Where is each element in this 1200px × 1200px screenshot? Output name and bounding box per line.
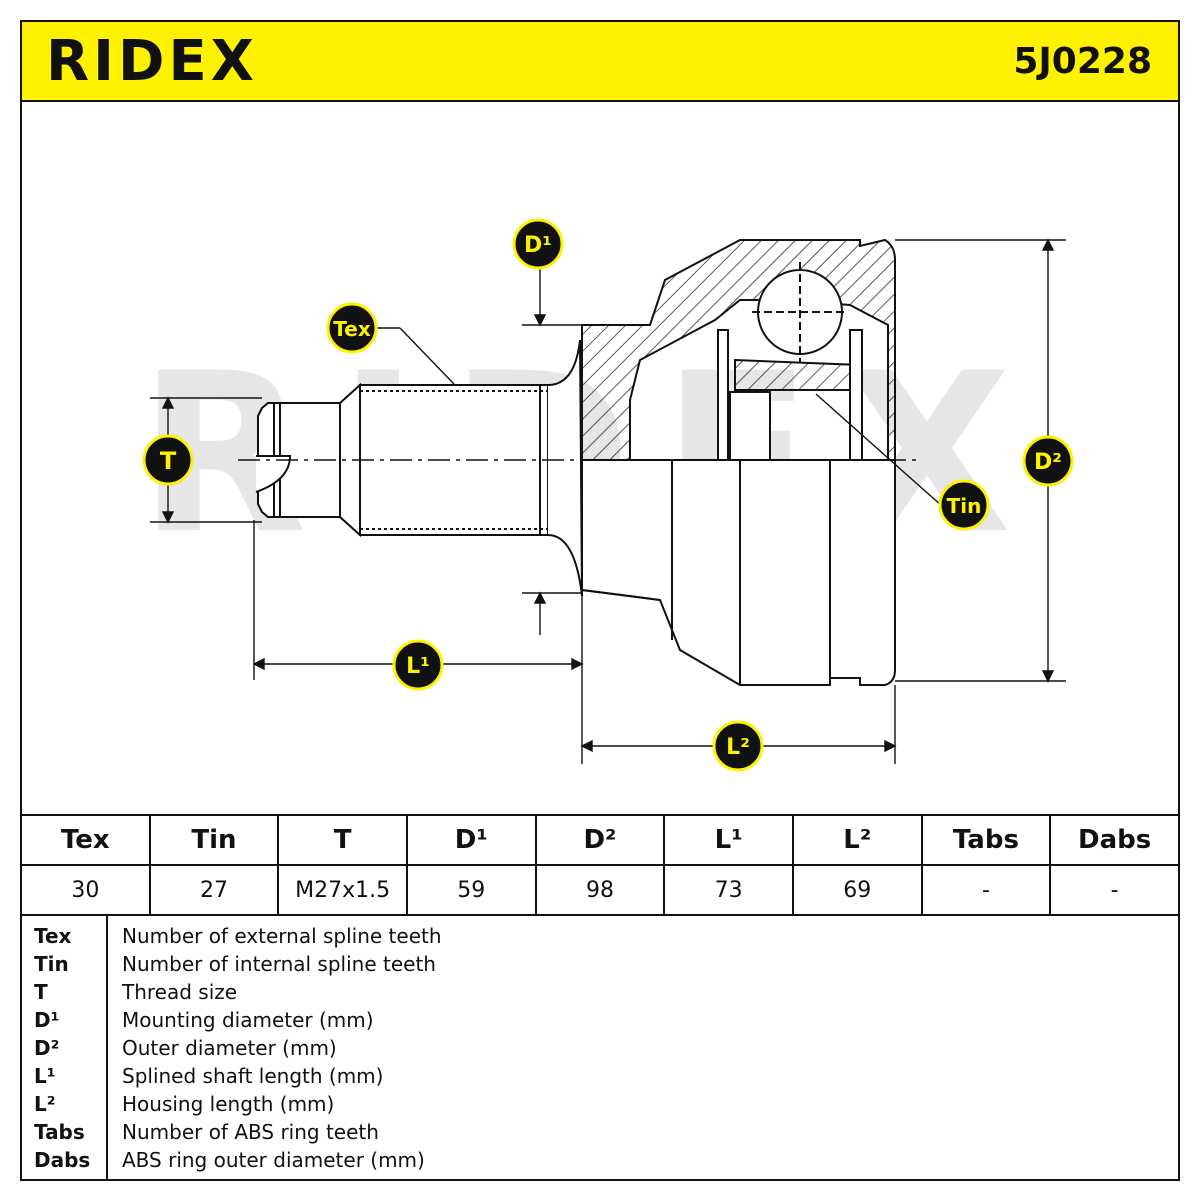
legend-row: T Thread size: [22, 978, 1178, 1006]
legend-row: Tabs Number of ABS ring teeth: [22, 1118, 1178, 1146]
svg-text:T: T: [160, 447, 177, 475]
dim-t: [150, 396, 262, 524]
spec-value-row: 30 27 M27x1.5 59 98 73 69 - -: [20, 864, 1180, 916]
legend-key: D²: [34, 1036, 60, 1060]
spec-header-tabs: Tabs: [920, 814, 1052, 866]
bubble-tin: Tin: [938, 479, 990, 531]
bubble-tex: Tex: [326, 302, 378, 354]
spec-value-dabs: -: [1049, 864, 1180, 916]
spec-header-d1: D¹: [405, 814, 537, 866]
spec-value-l1: 73: [663, 864, 794, 916]
spec-header-l2: L²: [791, 814, 923, 866]
spec-value-tin: 27: [148, 864, 280, 916]
spec-header-row: Tex Tin T D¹ D² L¹ L² Tabs Dabs: [20, 814, 1180, 866]
label-bubbles: Tex D¹ T Tin D² L¹: [142, 218, 1074, 772]
legend-desc: Number of external spline teeth: [122, 924, 442, 948]
legend-row: Tin Number of internal spline teeth: [22, 950, 1178, 978]
legend-desc: Thread size: [122, 980, 238, 1004]
svg-text:Tex: Tex: [333, 317, 371, 341]
spec-header-t: T: [277, 814, 408, 866]
legend-desc: ABS ring outer diameter (mm): [122, 1148, 425, 1172]
spec-header-dabs: Dabs: [1049, 814, 1180, 866]
svg-text:Tin: Tin: [947, 494, 982, 518]
legend-divider: [106, 916, 108, 1179]
legend-desc: Number of ABS ring teeth: [122, 1120, 379, 1144]
spec-value-tabs: -: [920, 864, 1052, 916]
legend-desc: Number of internal spline teeth: [122, 952, 436, 976]
leader-tin: [815, 393, 943, 507]
dim-d1: [522, 268, 582, 635]
bubble-d1: D¹: [512, 218, 564, 270]
legend-desc: Splined shaft length (mm): [122, 1064, 384, 1088]
legend-row: D² Outer diameter (mm): [22, 1034, 1178, 1062]
legend-key: Tex: [34, 924, 72, 948]
legend-row: D¹ Mounting diameter (mm): [22, 1006, 1178, 1034]
part-number: 5J0228: [1013, 41, 1152, 82]
svg-text:L¹: L¹: [406, 654, 430, 679]
legend-key: D¹: [34, 1008, 60, 1032]
cv-joint-drawing: RIDEX: [138, 218, 1074, 772]
housing-bell: [581, 459, 896, 686]
legend-row: L² Housing length (mm): [22, 1090, 1178, 1118]
spec-header-d2: D²: [534, 814, 666, 866]
legend-key: Dabs: [34, 1148, 91, 1172]
legend-key: Tin: [34, 952, 69, 976]
spec-value-d1: 59: [405, 864, 537, 916]
legend-desc: Mounting diameter (mm): [122, 1008, 374, 1032]
legend-key: T: [34, 980, 48, 1004]
bubble-l2: L²: [712, 720, 764, 772]
datasheet-frame: RIDEX 5J0228 RIDEX: [20, 20, 1180, 1181]
spec-value-l2: 69: [791, 864, 923, 916]
legend-desc: Outer diameter (mm): [122, 1036, 337, 1060]
svg-text:D¹: D¹: [524, 233, 552, 258]
legend-box: Tex Number of external spline teeth Tin …: [22, 916, 1178, 1179]
legend-key: L¹: [34, 1064, 56, 1088]
svg-text:D²: D²: [1034, 450, 1062, 475]
bubble-t: T: [142, 434, 194, 486]
spec-table: Tex Tin T D¹ D² L¹ L² Tabs Dabs 30 27 M2…: [20, 814, 1180, 916]
spec-value-tex: 30: [20, 864, 151, 916]
legend-row: L¹ Splined shaft length (mm): [22, 1062, 1178, 1090]
spec-value-t: M27x1.5: [277, 864, 408, 916]
legend-desc: Housing length (mm): [122, 1092, 335, 1116]
spec-header-tex: Tex: [20, 814, 151, 866]
legend-key: L²: [34, 1092, 56, 1116]
legend-row: Dabs ABS ring outer diameter (mm): [22, 1146, 1178, 1174]
spec-value-d2: 98: [534, 864, 666, 916]
bubble-l1: L¹: [392, 639, 444, 691]
legend-key: Tabs: [34, 1120, 85, 1144]
legend-row: Tex Number of external spline teeth: [22, 922, 1178, 950]
spec-header-l1: L¹: [663, 814, 794, 866]
brand-logo: RIDEX: [46, 29, 258, 94]
svg-text:L²: L²: [726, 735, 750, 760]
spec-header-tin: Tin: [148, 814, 280, 866]
header-bar: RIDEX 5J0228: [22, 22, 1178, 102]
bubble-d2: D²: [1022, 435, 1074, 487]
